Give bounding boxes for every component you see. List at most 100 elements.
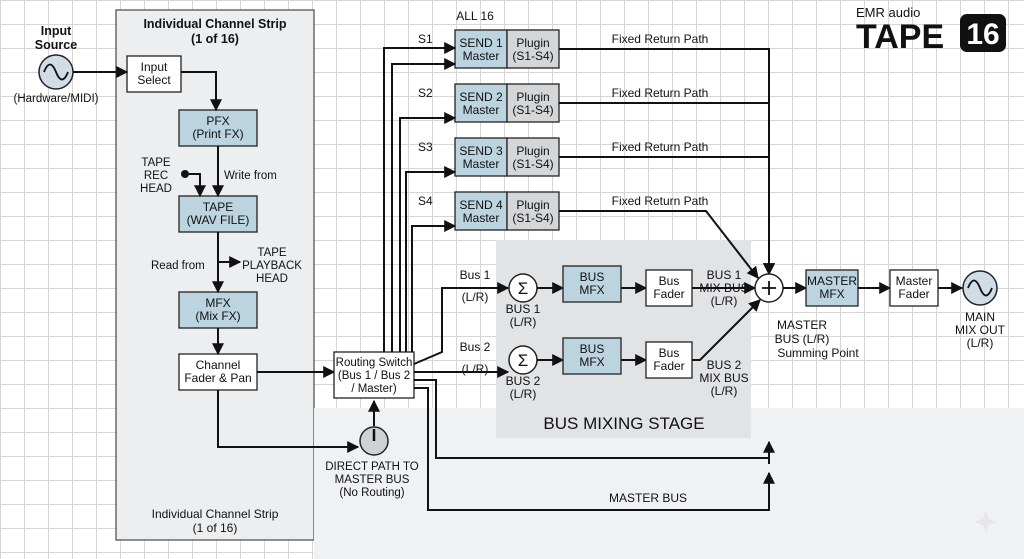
send-tag-s3: S3 — [418, 140, 433, 154]
brand-number-badge — [960, 14, 1006, 52]
send-4-name-line2: Master — [463, 211, 500, 225]
bus-2-out-label-2: MIX BUS — [699, 371, 748, 385]
direct-path-line3: (No Routing) — [339, 487, 404, 499]
bus-2-fader-line2: Fader — [653, 359, 684, 373]
channel-fader-line1: Channel — [196, 358, 241, 372]
rec-head-label-1: TAPE — [141, 157, 171, 169]
mfx-line1: MFX — [205, 296, 230, 310]
send-3-return-wire — [559, 156, 775, 276]
knob-icon[interactable] — [359, 426, 389, 456]
send-1-plugin-line2: (S1-S4) — [512, 49, 553, 63]
send-1-return-label: Fixed Return Path — [612, 32, 709, 46]
sigma-icon: Σ — [508, 273, 538, 303]
bus-2-out-label-3: (L/R) — [711, 384, 738, 398]
send-4-return-wire — [559, 210, 759, 279]
send-3-master-block[interactable] — [454, 137, 508, 177]
bus-2-mfx-block[interactable] — [562, 337, 622, 375]
bus-1-out-label-1: BUS 1 — [707, 268, 742, 282]
pfx-line2: (Print FX) — [192, 127, 243, 141]
bus-2-in-label-2: (L/R) — [462, 362, 489, 376]
send-3-plugin-block[interactable] — [506, 137, 560, 177]
master-mfx-line1: MASTER — [807, 274, 857, 288]
direct-path-line2: MASTER BUS — [335, 474, 410, 486]
svg-text:Σ: Σ — [518, 351, 529, 370]
bus-mixing-stage-region — [496, 240, 751, 438]
brand-number: 16 — [966, 18, 999, 51]
master-mfx-block[interactable] — [805, 269, 859, 307]
send-3-return-label: Fixed Return Path — [612, 140, 709, 154]
send-2-name-line1: SEND 2 — [459, 90, 503, 104]
bus-2-in-label-1: Bus 2 — [460, 340, 491, 354]
bus-2-fader-block[interactable] — [645, 341, 693, 379]
bus-2-sum-label-2: (L/R) — [510, 387, 537, 401]
send-tag-s4: S4 — [418, 194, 433, 208]
routing-line1: Routing Switch — [336, 357, 413, 369]
input-select-block[interactable] — [126, 55, 182, 93]
rec-head-label-3: HEAD — [140, 183, 172, 195]
tape-line1: TAPE — [203, 200, 233, 214]
bus-1-fader-line2: Fader — [653, 287, 684, 301]
master-fader-block[interactable] — [889, 269, 939, 307]
sends-all-label: ALL 16 — [456, 9, 494, 23]
channel-strip-title: Individual Channel Strip — [143, 17, 286, 31]
sigma-icon: Σ — [508, 345, 538, 375]
send-1-master-block[interactable] — [454, 29, 508, 69]
send-tag-s2: S2 — [418, 86, 433, 100]
send-4-plugin-line1: Plugin — [516, 198, 549, 212]
play-head-label-3: HEAD — [256, 273, 288, 285]
master-sum-line1: MASTER — [777, 318, 827, 332]
channel-fader-line2: Fader & Pan — [184, 371, 251, 385]
pfx-line1: PFX — [206, 114, 229, 128]
bus-1-mfx-line1: BUS — [580, 270, 605, 284]
bus-1-sum-label-2: (L/R) — [510, 315, 537, 329]
play-head-label-1: TAPE — [257, 247, 287, 259]
rec-head-label-2: REC — [144, 170, 168, 182]
input-source-title: Input — [41, 24, 72, 38]
play-head-label-2: PLAYBACK — [242, 260, 302, 272]
master-fader-line2: Fader — [898, 287, 929, 301]
channel-strip-footer: Individual Channel Strip — [152, 507, 279, 521]
tape-block[interactable] — [178, 195, 258, 233]
master-sum-line3: Summing Point — [777, 346, 859, 360]
send-1-plugin-line1: Plugin — [516, 36, 549, 50]
svg-text:Σ: Σ — [518, 279, 529, 298]
send-3-plugin-line2: (S1-S4) — [512, 157, 553, 171]
bus-1-out-label-3: (L/R) — [711, 294, 738, 308]
send-3-plugin-line1: Plugin — [516, 144, 549, 158]
send-4-plugin-line2: (S1-S4) — [512, 211, 553, 225]
bus-2-mfx-line2: MFX — [579, 355, 604, 369]
sine-wave-icon — [38, 54, 74, 90]
main-out-line3: (L/R) — [967, 336, 994, 350]
bus-2-out-label-1: BUS 2 — [707, 358, 742, 372]
input-select-line1: Input — [141, 60, 168, 74]
send-4-return-label: Fixed Return Path — [612, 194, 709, 208]
routing-line3: / Master) — [351, 383, 397, 395]
master-sum-line2: BUS (L/R) — [775, 332, 830, 346]
mfx-line2: (Mix FX) — [195, 309, 240, 323]
bus-1-mfx-block[interactable] — [562, 265, 622, 303]
bus-mixing-stage-label: BUS MIXING STAGE — [543, 414, 704, 433]
input-source-title2: Source — [35, 38, 77, 52]
send-4-name-line1: SEND 4 — [459, 198, 503, 212]
tape-rec-head-dot — [181, 170, 189, 178]
bus-1-fader-line1: Bus — [659, 274, 680, 288]
write-from-label: Write from — [224, 170, 277, 182]
send-3-name-line2: Master — [463, 157, 500, 171]
channel-strip-subtitle: (1 of 16) — [191, 32, 239, 46]
input-source-caption: (Hardware/MIDI) — [14, 93, 99, 105]
brand-product: TAPE — [856, 18, 944, 56]
bus-1-in-label-1: Bus 1 — [460, 268, 491, 282]
routing-switch-block[interactable] — [333, 351, 415, 399]
send-2-master-block[interactable] — [454, 83, 508, 123]
send-1-name-line1: SEND 1 — [459, 36, 503, 50]
direct-path-line1: DIRECT PATH TO — [325, 461, 419, 473]
channel-strip-footer2: (1 of 16) — [193, 521, 238, 535]
master-bus-label: MASTER BUS — [609, 491, 687, 505]
master-mfx-line2: MFX — [819, 287, 844, 301]
bus-1-mfx-line2: MFX — [579, 283, 604, 297]
sparkle-icon — [974, 510, 998, 534]
send-1-plugin-block[interactable] — [506, 29, 560, 69]
